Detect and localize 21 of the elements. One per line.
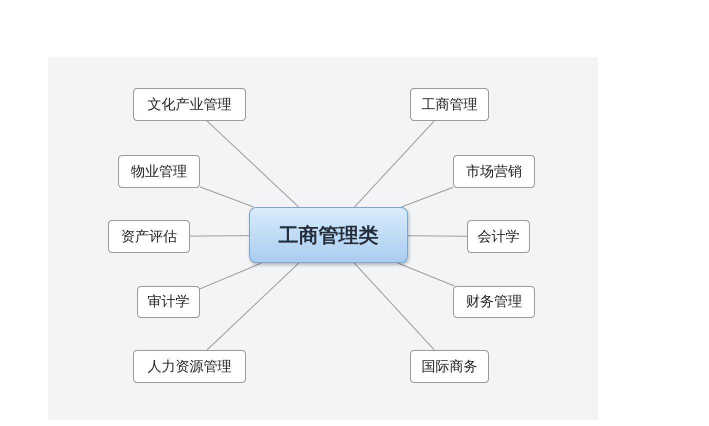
connector-line <box>354 262 435 350</box>
topic-box: 市场营销 <box>453 155 535 188</box>
connector-line <box>400 186 454 208</box>
topic-box: 物业管理 <box>118 155 200 188</box>
topic-box: 会计学 <box>467 220 530 253</box>
topic-box: 工商管理 <box>410 88 489 121</box>
connector-line <box>408 235 468 237</box>
topic-box: 人力资源管理 <box>133 350 246 383</box>
connector-line <box>206 120 300 208</box>
topic-box: 财务管理 <box>453 286 535 318</box>
topic-box: 审计学 <box>137 286 200 318</box>
central-topic-box: 工商管理类 <box>249 207 408 263</box>
topic-box: 国际商务 <box>410 350 489 383</box>
connector-line <box>206 262 300 350</box>
connector-line <box>354 120 435 208</box>
topic-box: 资产评估 <box>108 220 190 253</box>
topic-box: 文化产业管理 <box>133 88 246 121</box>
connector-line <box>190 235 250 237</box>
connector-line <box>200 262 262 290</box>
connector-line <box>397 262 455 286</box>
connector-line <box>200 186 254 208</box>
